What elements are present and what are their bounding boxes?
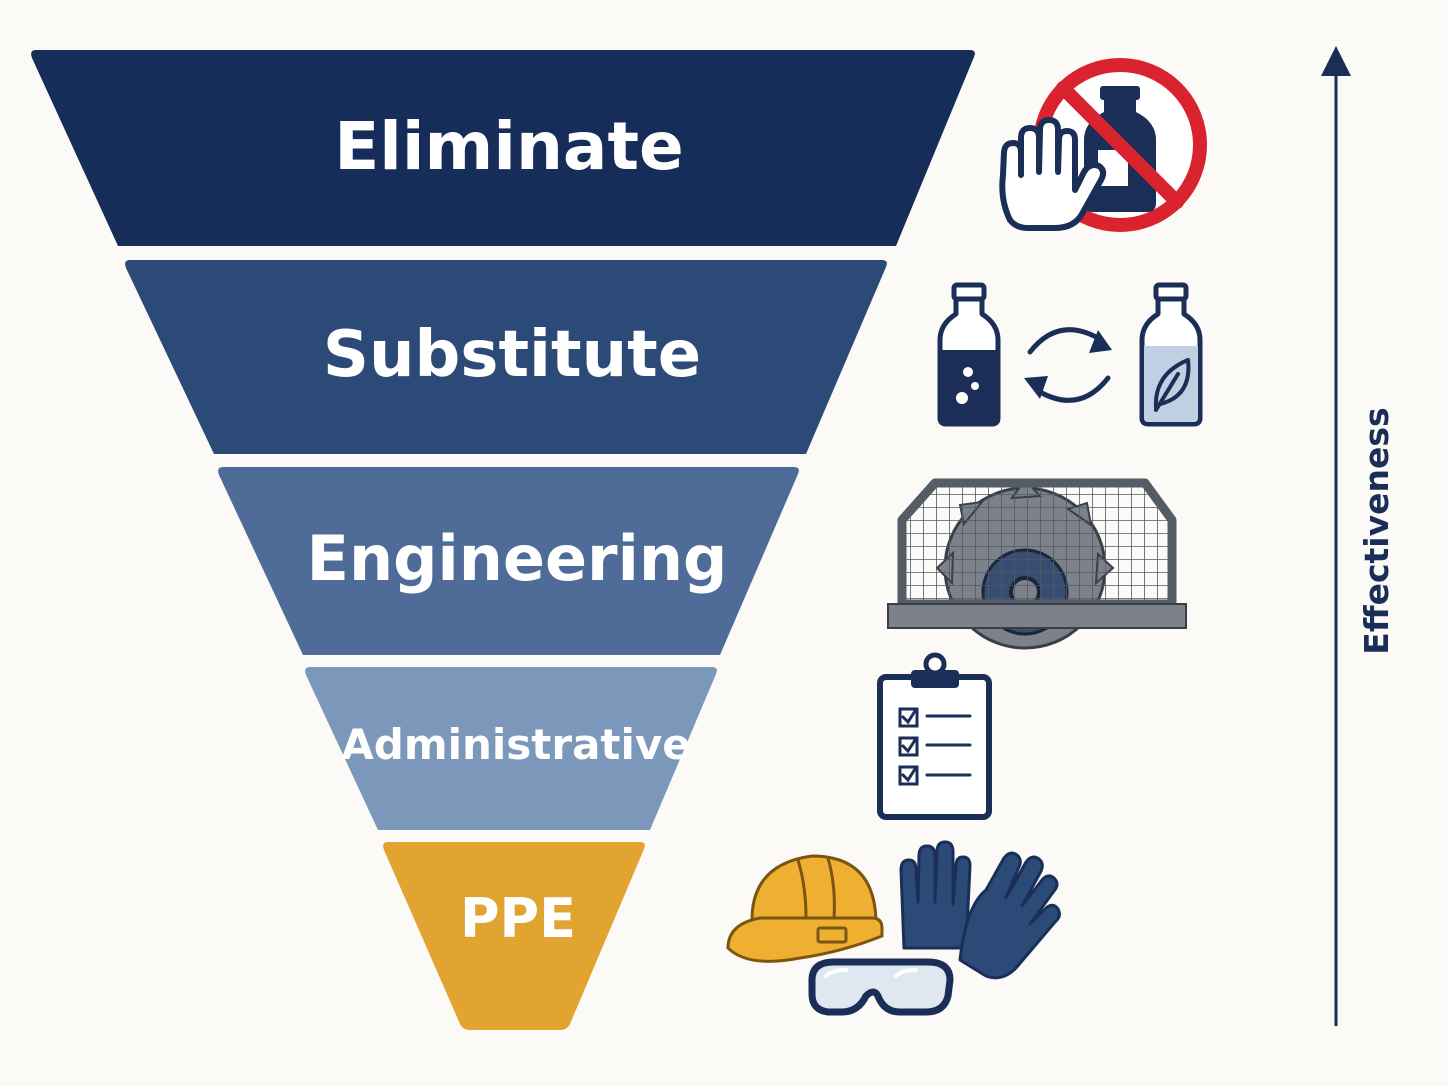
- tier-engineering: Engineering: [218, 467, 799, 655]
- tier-administrative-band: [305, 667, 717, 830]
- checklist-icon: [877, 652, 992, 820]
- effectiveness-arrow-head: [1321, 46, 1351, 76]
- no-chemical-icon: [999, 58, 1207, 232]
- funnel: Eliminate Substitute Engineering Adminis…: [31, 50, 975, 1030]
- eco-bottle-icon: [1139, 282, 1203, 427]
- ppe-gear-icon: [726, 840, 1061, 1016]
- tier-administrative-label: Administrative: [341, 720, 691, 769]
- gloves-icon: [899, 840, 1061, 980]
- tier-eliminate-label: Eliminate: [334, 108, 684, 185]
- tier-eliminate-band: [31, 50, 975, 246]
- tier-engineering-band: [218, 467, 799, 655]
- saw-guard-icon: [887, 478, 1187, 650]
- effectiveness-axis-label: Effectiveness: [1357, 407, 1396, 654]
- tier-ppe-band: [383, 842, 645, 1030]
- chemical-bottle-icon: [937, 282, 1001, 427]
- tier-substitute-band: [125, 260, 887, 454]
- goggles-icon: [808, 958, 954, 1016]
- bottle-swap-icon: [937, 282, 1203, 427]
- tier-administrative: Administrative: [305, 667, 717, 830]
- swap-arrows-icon: [1024, 327, 1112, 403]
- effectiveness-axis: Effectiveness: [1321, 46, 1396, 1026]
- tier-ppe: PPE: [383, 842, 645, 1030]
- tier-engineering-label: Engineering: [307, 522, 728, 595]
- tier-ppe-label: PPE: [460, 887, 576, 950]
- hard-hat-icon: [726, 854, 884, 963]
- tier-substitute-label: Substitute: [323, 318, 701, 392]
- tier-eliminate: Eliminate: [31, 50, 975, 246]
- tier-substitute: Substitute: [125, 260, 887, 454]
- stop-hand-icon: [999, 117, 1107, 231]
